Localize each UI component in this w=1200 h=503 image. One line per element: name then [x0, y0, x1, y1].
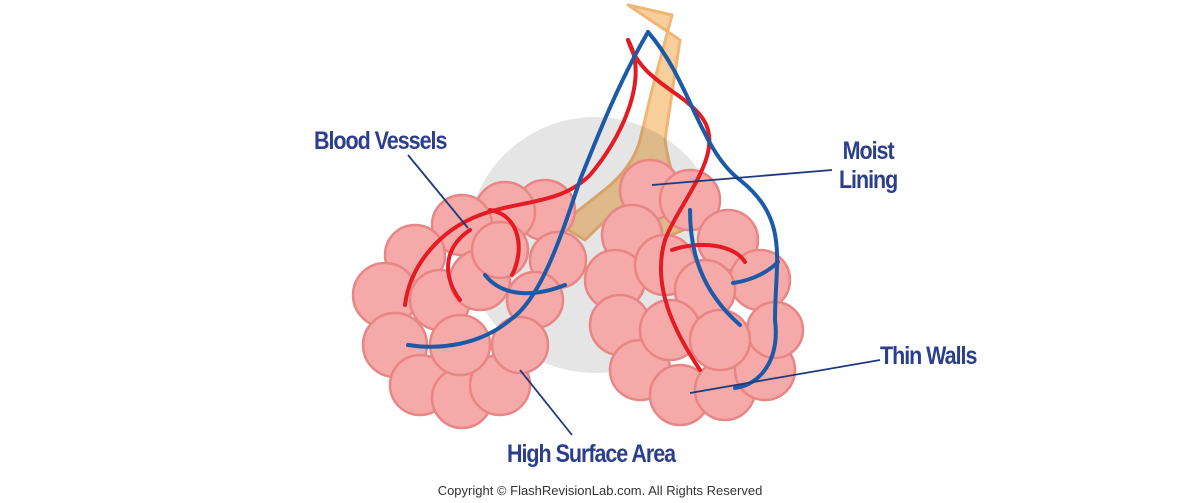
artery-right [626, 38, 712, 372]
label-moist-line2: Lining [838, 165, 898, 194]
label-thin-walls: Thin Walls [880, 342, 977, 370]
leader-lines [407, 154, 881, 436]
vein-right [646, 30, 780, 390]
vein-right-branch [688, 208, 780, 327]
blood-vessels [403, 30, 780, 390]
leader-moist-lining [651, 169, 833, 186]
alveoli-cluster-left [351, 178, 588, 430]
leader-blood-vessels [407, 154, 469, 229]
leader-thin-walls [689, 359, 881, 394]
label-moist-lining: Moist Lining [838, 137, 898, 195]
vein-left [406, 30, 650, 349]
label-moist-line1: Moist [842, 137, 895, 165]
artery-right-branch [670, 242, 747, 264]
vein-left-branch [483, 273, 567, 296]
artery-left [403, 38, 638, 307]
label-blood-vessels: Blood Vessels [314, 127, 447, 155]
artery-left-branch [446, 208, 521, 302]
label-high-surface-area: High Surface Area [507, 440, 676, 468]
copyright-notice: Copyright © FlashRevisionLab.com. All Ri… [437, 483, 763, 498]
leader-high-surface-area [519, 369, 573, 436]
